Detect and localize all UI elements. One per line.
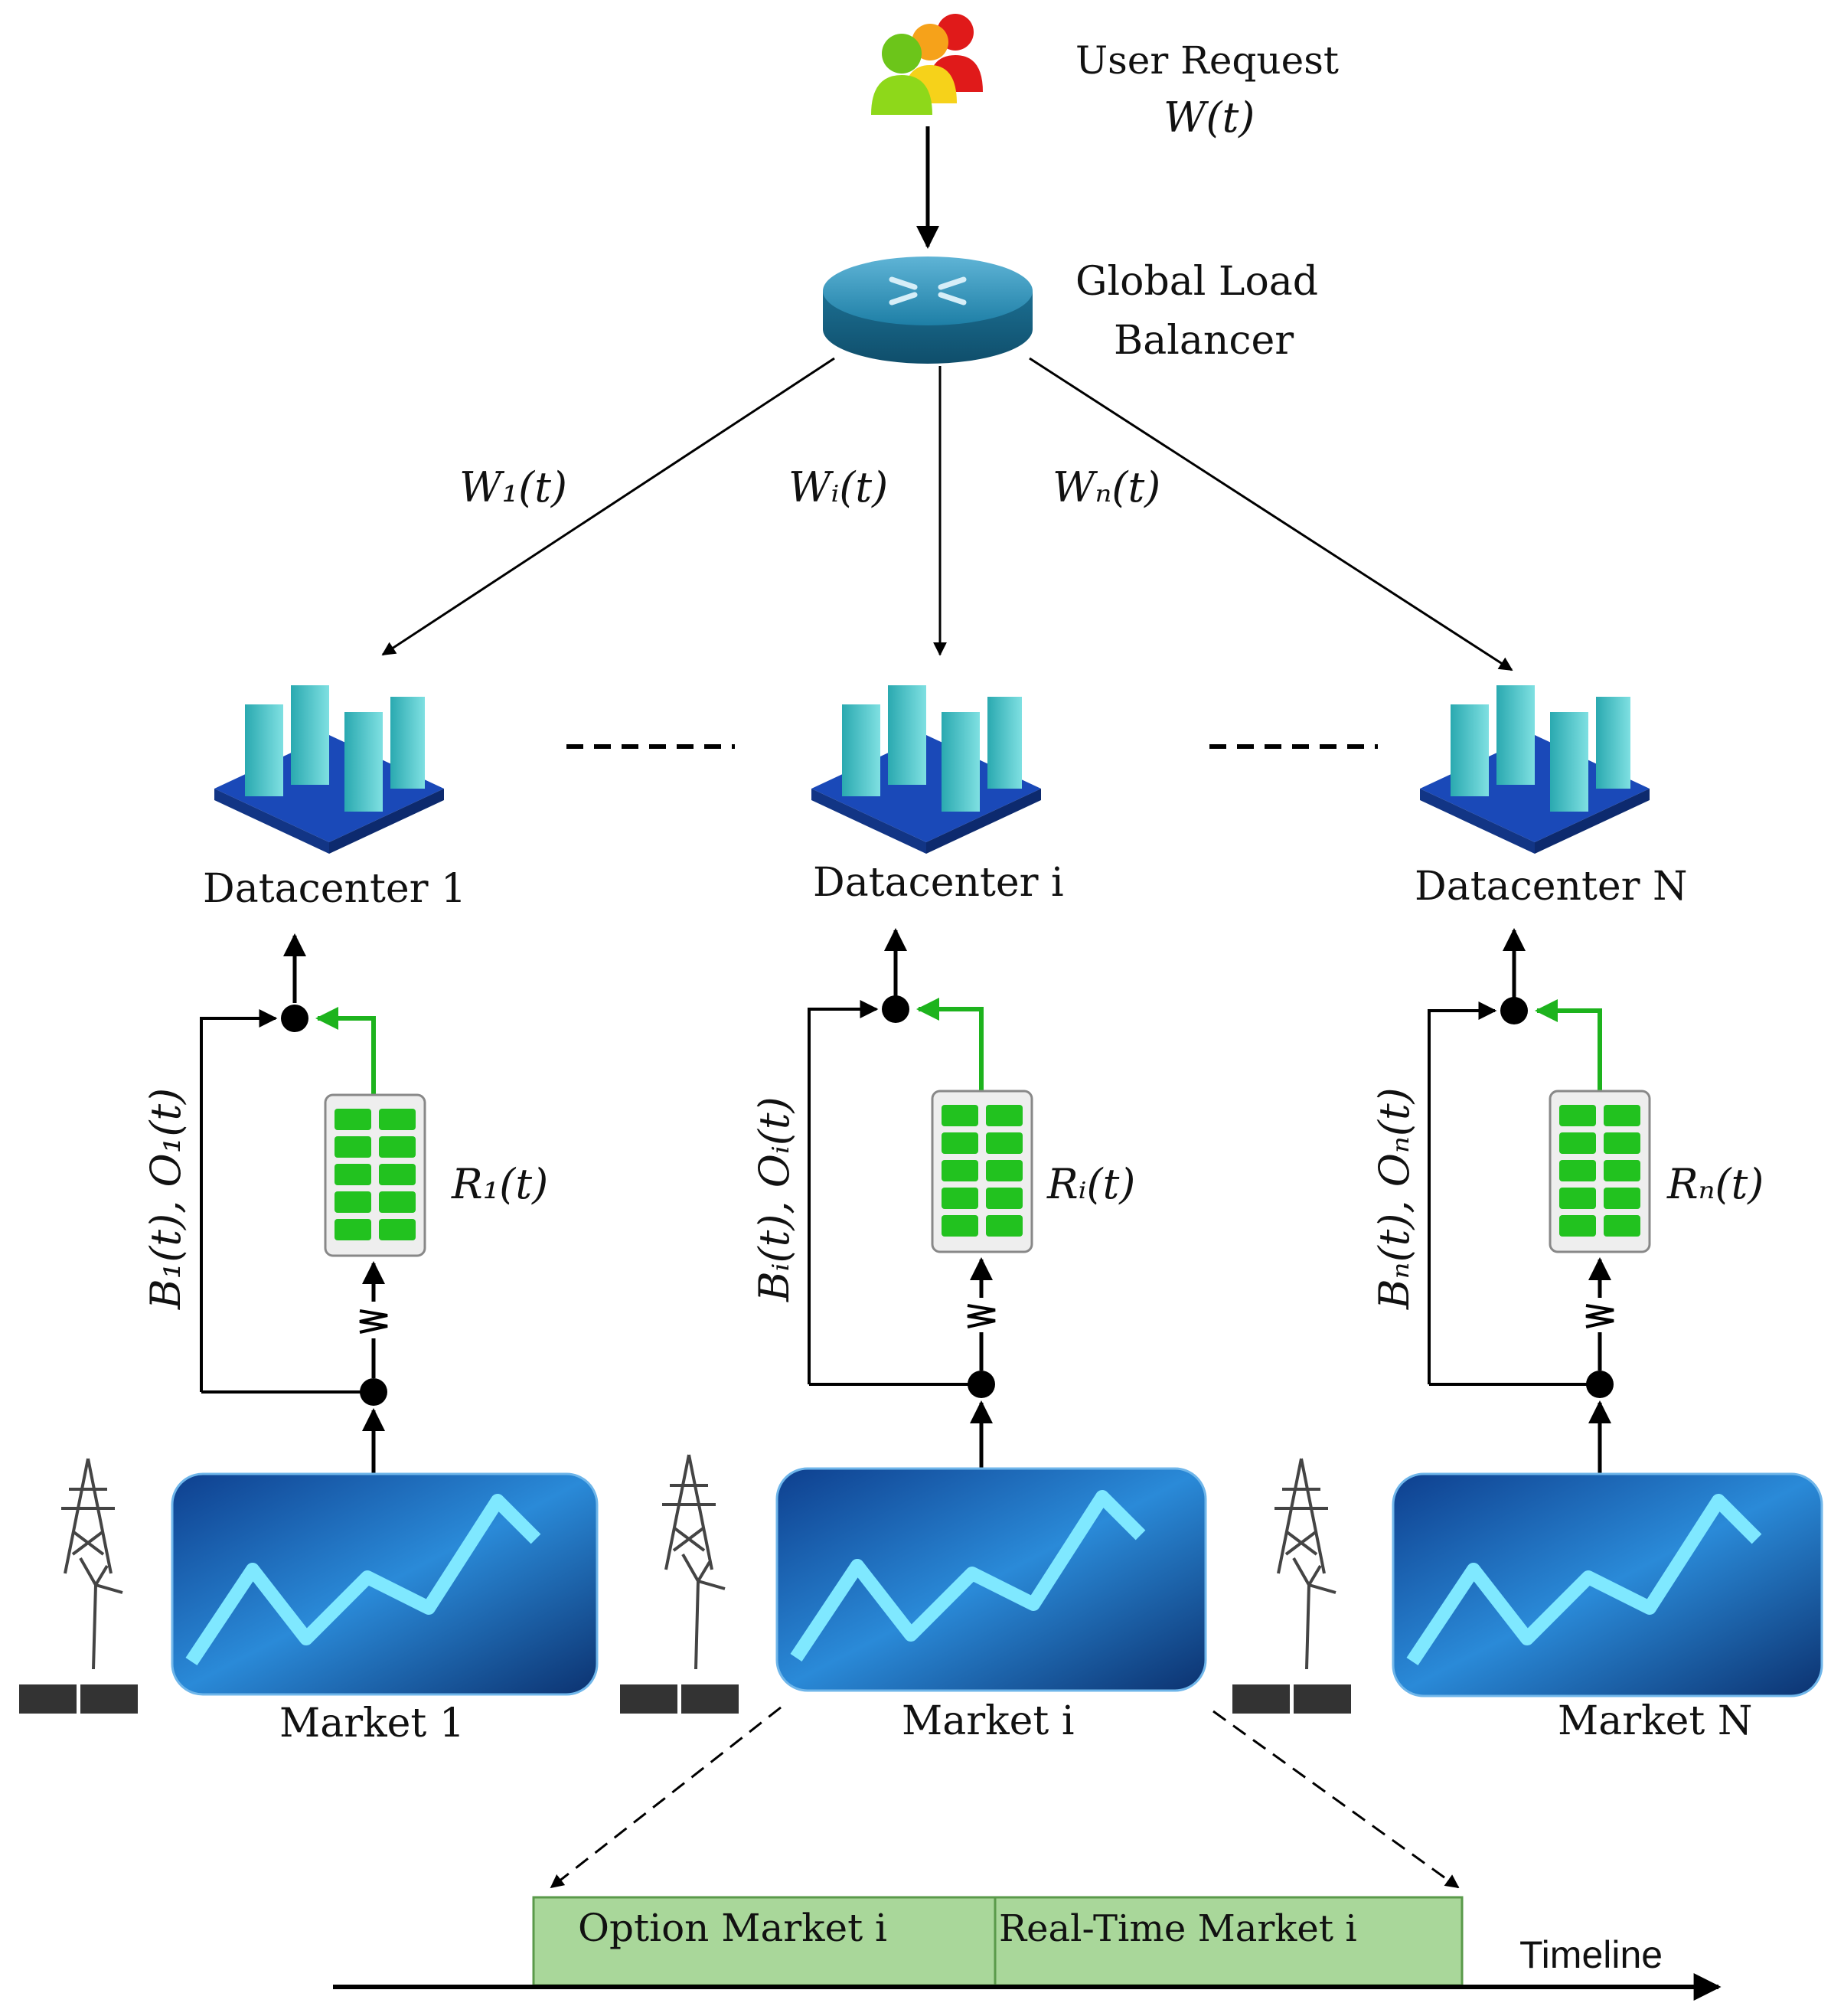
battery-icon (1549, 1090, 1651, 1253)
datacenter-icon (214, 685, 444, 854)
timeline-label: Timeline (1519, 1933, 1663, 1976)
market-label: Market i (902, 1698, 1074, 1744)
flow-arrow-1 (381, 357, 835, 656)
solar-panel-icon (1232, 1684, 1351, 1714)
flow-label-n: Wₙ(t) (1053, 463, 1160, 511)
grid-line (1428, 1001, 1497, 1384)
user-group-icon (871, 14, 983, 115)
bid-option-label: B₁(t), O₁(t) (142, 1088, 190, 1310)
option-market-label: Option Market i (578, 1906, 887, 1950)
wind-turbine-icon (79, 1557, 123, 1670)
user-request-var: W(t) (1164, 93, 1255, 142)
dashed-arrow-realtime (1212, 1710, 1460, 1889)
grid-line (808, 1000, 879, 1384)
transmission-tower-icon (61, 1458, 115, 1574)
market-label: Market 1 (279, 1701, 465, 1746)
market-label: Market N (1558, 1698, 1752, 1744)
market-trend-arrow (790, 1490, 1146, 1661)
column-n: Datacenter N Rₙ(t) Bₙ(t), Oₙ(t) Market N (1232, 685, 1823, 1744)
battery-discharge-arrow (1535, 999, 1602, 1110)
datacenter-label: Datacenter 1 (203, 866, 466, 912)
market-junction-node (1586, 1371, 1614, 1398)
market-junction-node (360, 1378, 387, 1406)
converter-icon (967, 1304, 996, 1328)
balancer-label-line2: Balancer (1114, 318, 1294, 364)
column-i: Datacenter i Rᵢ(t) Bᵢ(t), Oᵢ(t) Market i (620, 685, 1207, 1744)
flow-arrow-n (1029, 357, 1513, 671)
realtime-market-box (994, 1896, 1464, 1987)
bid-option-label: Bₙ(t), Oₙ(t) (1370, 1087, 1418, 1310)
flow-label-1: W₁(t) (459, 463, 567, 511)
market-junction-node (968, 1371, 995, 1398)
reserve-label: Rᵢ(t) (1046, 1160, 1135, 1208)
datacenter-icon (811, 685, 1041, 854)
bid-option-label: Bᵢ(t), Oᵢ(t) (750, 1096, 798, 1302)
transmission-tower-icon (662, 1454, 716, 1570)
converter-icon (1585, 1304, 1614, 1328)
datacenter-icon (1420, 685, 1650, 854)
user-request-title: User Request (1075, 38, 1339, 83)
flow-label-i: Wᵢ(t) (788, 463, 888, 511)
solar-panel-icon (620, 1684, 739, 1714)
datacenter-label: Datacenter i (813, 860, 1064, 906)
converter-icon (359, 1309, 388, 1334)
realtime-market-label: Real-Time Market i (999, 1907, 1357, 1950)
wind-turbine-icon (1292, 1557, 1336, 1670)
column-1: Datacenter 1 R₁(t) B₁(t), O₁(t) Market 1 (19, 685, 599, 1746)
battery-icon (931, 1090, 1033, 1253)
battery-icon (324, 1093, 426, 1257)
dashed-arrow-option (550, 1706, 782, 1889)
battery-discharge-arrow (315, 1007, 376, 1114)
market-trend-arrow (185, 1494, 541, 1665)
datacenter-label: Datacenter N (1415, 864, 1688, 910)
grid-line (200, 1009, 278, 1392)
transmission-tower-icon (1274, 1458, 1328, 1574)
reserve-label: Rₙ(t) (1666, 1160, 1764, 1208)
junction-node (1500, 997, 1528, 1024)
reserve-label: R₁(t) (451, 1160, 548, 1208)
junction-node (281, 1005, 308, 1032)
router-icon (823, 256, 1033, 364)
solar-panel-icon (19, 1684, 138, 1714)
balancer-label-line1: Global Load (1075, 259, 1318, 305)
wind-turbine-icon (681, 1554, 726, 1670)
junction-node (882, 995, 909, 1023)
battery-discharge-arrow (916, 998, 984, 1110)
market-trend-arrow (1406, 1494, 1762, 1665)
